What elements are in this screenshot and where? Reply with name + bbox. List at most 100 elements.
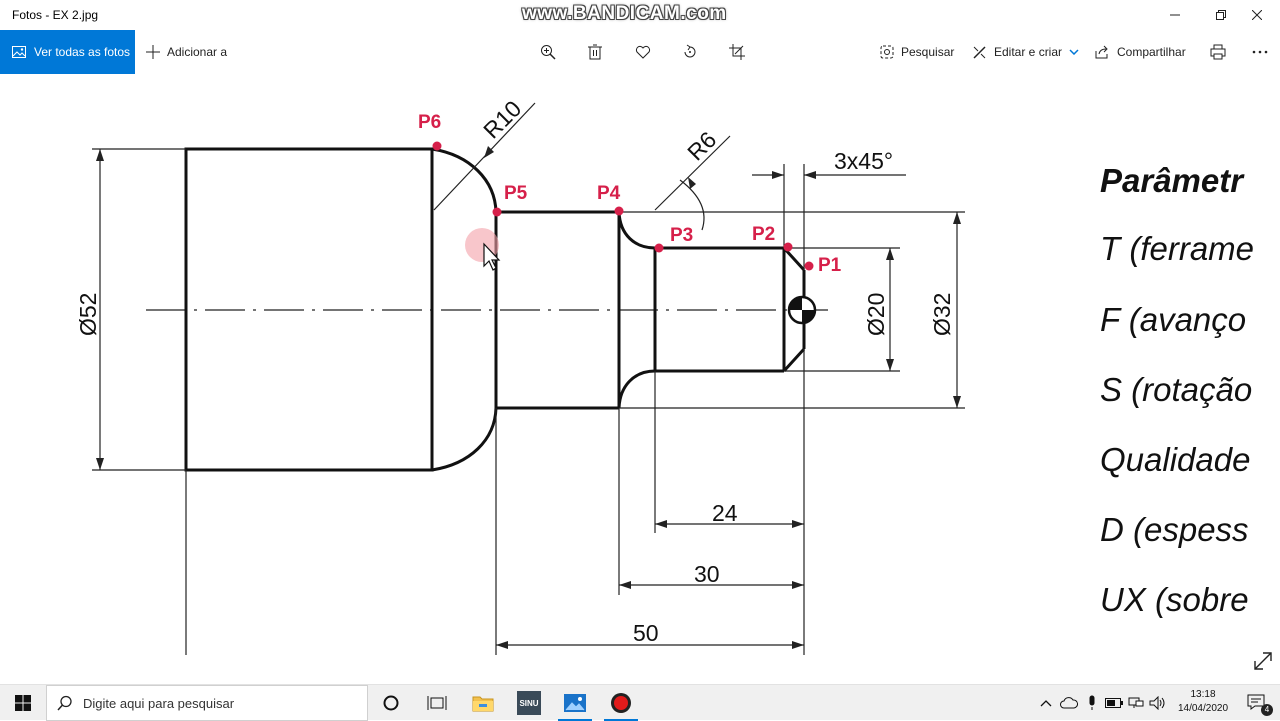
share-label: Compartilhar <box>1117 45 1186 59</box>
length-30-label: 30 <box>694 561 720 587</box>
zoom-button[interactable] <box>538 42 558 62</box>
close-icon <box>1252 10 1262 20</box>
clock-time: 13:18 <box>1190 689 1216 700</box>
restore-button[interactable] <box>1198 0 1244 30</box>
point-label-p2: P2 <box>752 224 775 245</box>
search-icon <box>57 695 72 711</box>
part-outline <box>184 147 806 472</box>
chevron-down-icon <box>1069 49 1079 55</box>
file-explorer-button[interactable] <box>460 685 506 721</box>
bandicam-button[interactable] <box>598 685 644 721</box>
technical-drawing: P1 P2 P3 P4 P5 P6 R10 R6 3x45° Ø52 Ø20 Ø… <box>75 95 1272 670</box>
heart-icon <box>635 45 651 59</box>
task-view-button[interactable] <box>414 685 460 721</box>
point-label-p1: P1 <box>818 255 842 276</box>
origin-symbol <box>787 295 817 325</box>
taskbar-search-box[interactable]: Digite aqui para pesquisar <box>46 685 368 721</box>
share-icon <box>1095 45 1108 59</box>
volume-button[interactable] <box>1148 685 1168 721</box>
point-markers <box>432 141 814 271</box>
zoom-in-icon <box>541 45 556 60</box>
folder-icon <box>472 696 494 712</box>
radius-large-label: R10 <box>478 95 526 143</box>
photos-toolbar: Ver todas as fotos Adicionar a Pesquisar… <box>0 30 1280 74</box>
action-center-button[interactable]: 4 <box>1240 685 1276 721</box>
view-all-label: Ver todas as fotos <box>34 45 131 59</box>
cloud-icon <box>1060 697 1078 709</box>
rotate-icon <box>684 44 696 58</box>
edit-create-button[interactable]: Editar e criar <box>972 30 1086 74</box>
search-placeholder: Digite aqui para pesquisar <box>83 695 235 711</box>
windows-taskbar: Digite aqui para pesquisar SINU 13:18 14… <box>0 684 1280 721</box>
task-view-icon <box>427 696 447 710</box>
restore-icon <box>1216 10 1226 20</box>
start-button[interactable] <box>0 685 46 721</box>
param-quality: Qualidade <box>1100 441 1250 478</box>
point-label-p3: P3 <box>670 225 693 246</box>
sinumerik-button[interactable]: SINU <box>506 685 552 721</box>
plus-icon <box>146 45 160 59</box>
chamfer-label: 3x45° <box>834 148 893 174</box>
radius-small-label: R6 <box>682 126 721 165</box>
length-50-label: 50 <box>633 620 659 646</box>
marker-p5 <box>492 207 502 217</box>
close-button[interactable] <box>1234 0 1280 30</box>
search-button[interactable]: Pesquisar <box>880 30 954 74</box>
battery-button[interactable] <box>1104 685 1124 721</box>
favorite-button[interactable] <box>633 42 653 62</box>
clock[interactable]: 13:18 14/04/2020 <box>1170 688 1236 716</box>
photos-icon <box>12 46 26 58</box>
search-label: Pesquisar <box>901 45 955 59</box>
photos-app-icon <box>564 694 586 712</box>
minimize-button[interactable] <box>1152 0 1198 30</box>
notification-count-badge: 4 <box>1261 704 1273 716</box>
marker-p3 <box>654 243 664 253</box>
length-24-label: 24 <box>712 500 738 526</box>
edit-create-label: Editar e criar <box>994 45 1063 59</box>
point-label-p6: P6 <box>418 112 441 133</box>
mic-button[interactable] <box>1082 685 1102 721</box>
onedrive-button[interactable] <box>1058 685 1080 721</box>
expand-icon[interactable] <box>1254 652 1272 670</box>
param-thickness: D (espess <box>1100 511 1249 548</box>
cortana-button[interactable] <box>368 685 414 721</box>
sinumerik-label: SINU <box>519 698 539 708</box>
visual-search-icon <box>880 45 894 59</box>
crop-icon <box>729 44 745 60</box>
notification-icon <box>1247 694 1265 710</box>
param-feed: F (avanço <box>1100 301 1246 338</box>
dimension-lines <box>92 102 965 655</box>
crop-button[interactable] <box>727 42 747 62</box>
param-allowance: UX (sobre <box>1100 581 1249 618</box>
printer-icon <box>1210 44 1226 60</box>
add-to-button[interactable]: Adicionar a <box>146 30 227 74</box>
edit-icon <box>973 45 986 59</box>
print-button[interactable] <box>1208 42 1228 62</box>
delete-button[interactable] <box>585 42 605 62</box>
window-title: Fotos - EX 2.jpg <box>12 8 99 22</box>
network-button[interactable] <box>1126 685 1146 721</box>
cortana-icon <box>383 695 399 711</box>
more-options-button[interactable] <box>1250 42 1270 62</box>
rotate-button[interactable] <box>680 42 700 62</box>
add-to-label: Adicionar a <box>167 45 228 59</box>
chevron-up-icon <box>1040 700 1052 707</box>
sinumerik-icon: SINU <box>517 691 541 715</box>
share-button[interactable]: Compartilhar <box>1095 30 1186 74</box>
diameter-20-label: Ø20 <box>863 293 889 336</box>
marker-p1 <box>804 261 814 271</box>
speaker-icon <box>1149 696 1165 710</box>
show-hidden-icons-button[interactable] <box>1036 685 1056 721</box>
view-all-photos-button[interactable]: Ver todas as fotos <box>0 30 135 74</box>
param-rotation: S (rotação <box>1100 371 1252 408</box>
microphone-icon <box>1089 695 1095 710</box>
dimension-arrows <box>96 146 961 649</box>
trash-icon <box>588 44 602 60</box>
photos-app-button[interactable] <box>552 685 598 721</box>
photo-canvas[interactable]: P1 P2 P3 P4 P5 P6 R10 R6 3x45° Ø52 Ø20 Ø… <box>0 74 1280 684</box>
battery-icon <box>1105 698 1123 708</box>
marker-p6 <box>432 141 442 151</box>
diameter-52-label: Ø52 <box>75 293 101 336</box>
param-tool: T (ferrame <box>1100 230 1254 267</box>
marker-p2 <box>783 242 793 252</box>
